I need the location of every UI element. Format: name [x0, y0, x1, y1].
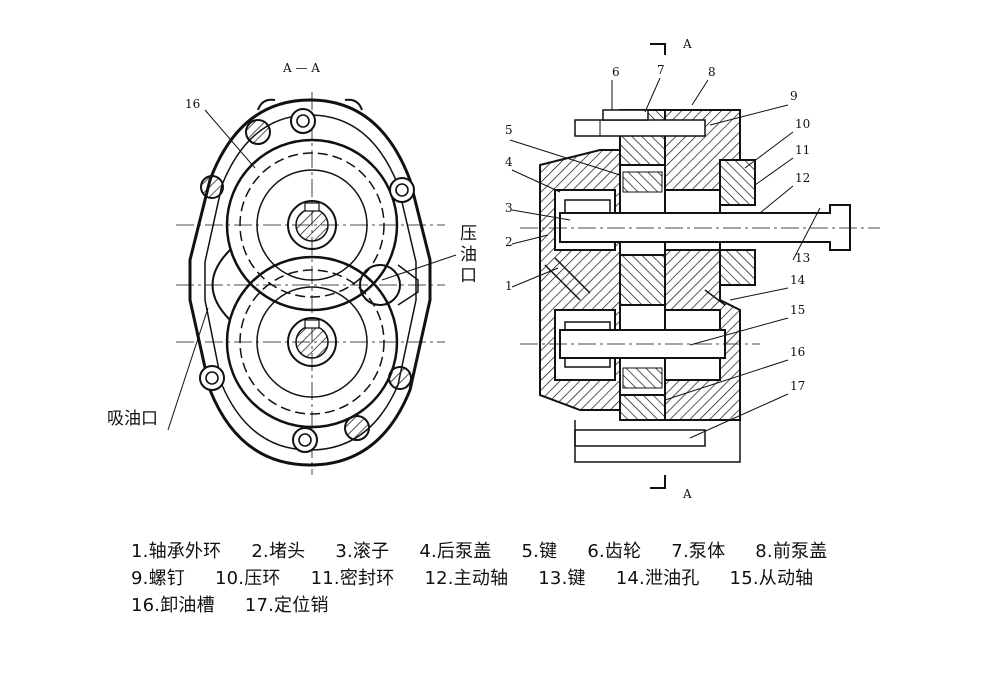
legend-item: 11.密封环: [310, 568, 395, 589]
front-label-16: 16: [185, 97, 200, 111]
legend-row: 9.螺钉 10.压环 11.密封环 12.主动轴 13.键 14.泄油孔 15.从动轴: [131, 565, 971, 592]
pressure-port-label-2: 油: [460, 245, 477, 265]
legend-row: 16.卸油槽 17.定位销: [131, 592, 971, 619]
label-3: 3: [505, 201, 513, 215]
side-section-view: A A: [505, 37, 880, 501]
label-8: 8: [708, 65, 716, 79]
pressure-port-circle: [359, 264, 401, 306]
bolts: [199, 108, 415, 453]
label-15: 15: [790, 303, 805, 317]
section-mark-bottom: A: [682, 487, 692, 501]
label-12: 12: [795, 171, 810, 185]
label-1: 1: [505, 279, 513, 293]
pressure-port-label-3: 口: [460, 266, 477, 286]
part-labels: 6 7 8 9 10 11 12 13 14 15 16 17 5: [505, 63, 821, 439]
legend-item: 1.轴承外环: [131, 541, 222, 562]
pump-casing-outline: [188, 98, 432, 467]
legend-item: 6.齿轮: [587, 541, 642, 562]
label-17: 17: [790, 379, 805, 393]
label-7: 7: [657, 63, 665, 77]
legend-item: 14.泄油孔: [615, 568, 700, 589]
legend-item: 8.前泵盖: [755, 541, 828, 562]
upper-shaft: [295, 208, 329, 242]
legend-item: 2.堵头: [251, 541, 306, 562]
label-4: 4: [505, 155, 513, 169]
legend-item: 12.主动轴: [424, 568, 509, 589]
front-view: A — A: [107, 61, 477, 475]
legend-item: 17.定位销: [244, 595, 329, 616]
legend-item: 3.滚子: [335, 541, 390, 562]
lower-gear: [225, 255, 399, 429]
label-16: 16: [790, 345, 805, 359]
label-9: 9: [790, 89, 798, 103]
legend-item: 16.卸油槽: [131, 595, 215, 616]
label-11: 11: [795, 143, 810, 157]
legend-item: 7.泵体: [671, 541, 726, 562]
legend-row: 1.轴承外环 2.堵头 3.滚子 4.后泵盖 5.键 6.齿轮 7.泵体 8.前泵盖: [131, 538, 971, 565]
section-label: A — A: [282, 61, 320, 75]
dowel-pin: [574, 429, 706, 447]
press-ring: [719, 249, 756, 286]
seal-ring: [719, 159, 756, 206]
label-6: 6: [612, 65, 620, 79]
legend-item: 4.后泵盖: [419, 541, 492, 562]
drive-shaft: [559, 204, 851, 251]
pressure-port-label-1: 压: [460, 224, 477, 244]
legend-item: 15.从动轴: [729, 568, 814, 589]
parts-legend: 1.轴承外环 2.堵头 3.滚子 4.后泵盖 5.键 6.齿轮 7.泵体 8.前泵盖 9.螺钉 1…: [131, 538, 971, 619]
section-mark-top: A: [682, 37, 692, 51]
upper-gear: [225, 138, 399, 312]
label-5: 5: [505, 123, 513, 137]
legend-item: 9.螺钉: [131, 568, 185, 589]
legend-item: 10.压环: [214, 568, 281, 589]
legend-item: 13.键: [538, 568, 586, 589]
label-10: 10: [795, 117, 810, 131]
label-14: 14: [790, 273, 806, 287]
suction-port-label: 吸油口: [107, 409, 158, 429]
label-2: 2: [505, 235, 513, 249]
suction-cavity: [211, 249, 231, 321]
top-bolt: [574, 119, 706, 137]
lower-shaft: [295, 325, 329, 359]
legend-item: 5.键: [521, 541, 558, 562]
label-13: 13: [795, 251, 810, 265]
